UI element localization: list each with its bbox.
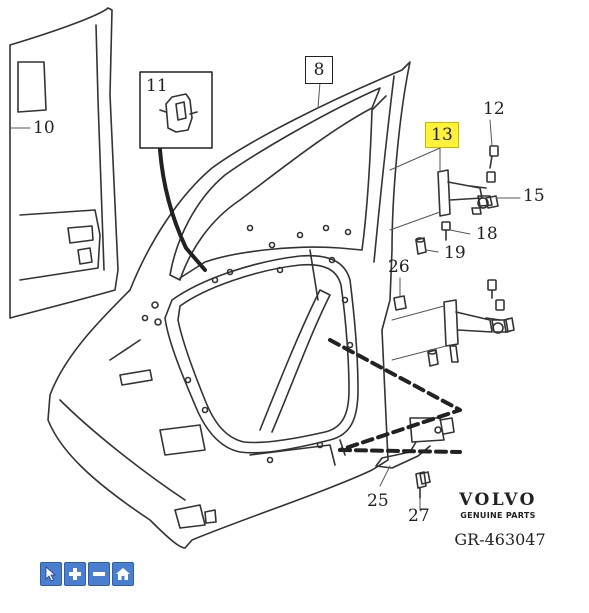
seal-clip (139, 71, 213, 272)
callout-19: 19 (444, 243, 466, 263)
callout-26: 26 (388, 257, 410, 277)
zoom-in-button[interactable] (64, 562, 86, 586)
home-button[interactable] (112, 562, 134, 586)
callout-15: 15 (523, 186, 545, 206)
callout-11: 11 (146, 76, 168, 96)
zoom-out-icon (93, 572, 105, 576)
part-26-nut (393, 295, 407, 311)
callout-27: 27 (408, 506, 430, 526)
callout-18: 18 (476, 224, 498, 244)
zoom-in-icon (69, 568, 81, 580)
callout-25: 25 (367, 491, 389, 511)
upper-hinge (415, 145, 499, 255)
home-icon (116, 568, 130, 580)
pointer-button[interactable] (40, 562, 62, 586)
volvo-logo-text: VOLVO (459, 490, 537, 510)
rear-door (47, 61, 411, 549)
diagram-code: GR-463047 (454, 530, 546, 549)
leader-lines (9, 81, 521, 511)
dashed-guides (328, 338, 462, 454)
zoom-out-button[interactable] (88, 562, 110, 586)
callout-10: 10 (33, 118, 55, 138)
callout-13-highlight: 13 (425, 122, 459, 148)
pointer-icon (45, 566, 57, 582)
zoom-toolbar (40, 562, 134, 588)
part-27-bolt (415, 471, 427, 499)
callout-12: 12 (483, 99, 505, 119)
front-door (9, 7, 119, 319)
callout-8: 8 (305, 56, 333, 84)
lower-hinge (427, 279, 515, 367)
genuine-parts-text: GENUINE PARTS (460, 511, 536, 520)
